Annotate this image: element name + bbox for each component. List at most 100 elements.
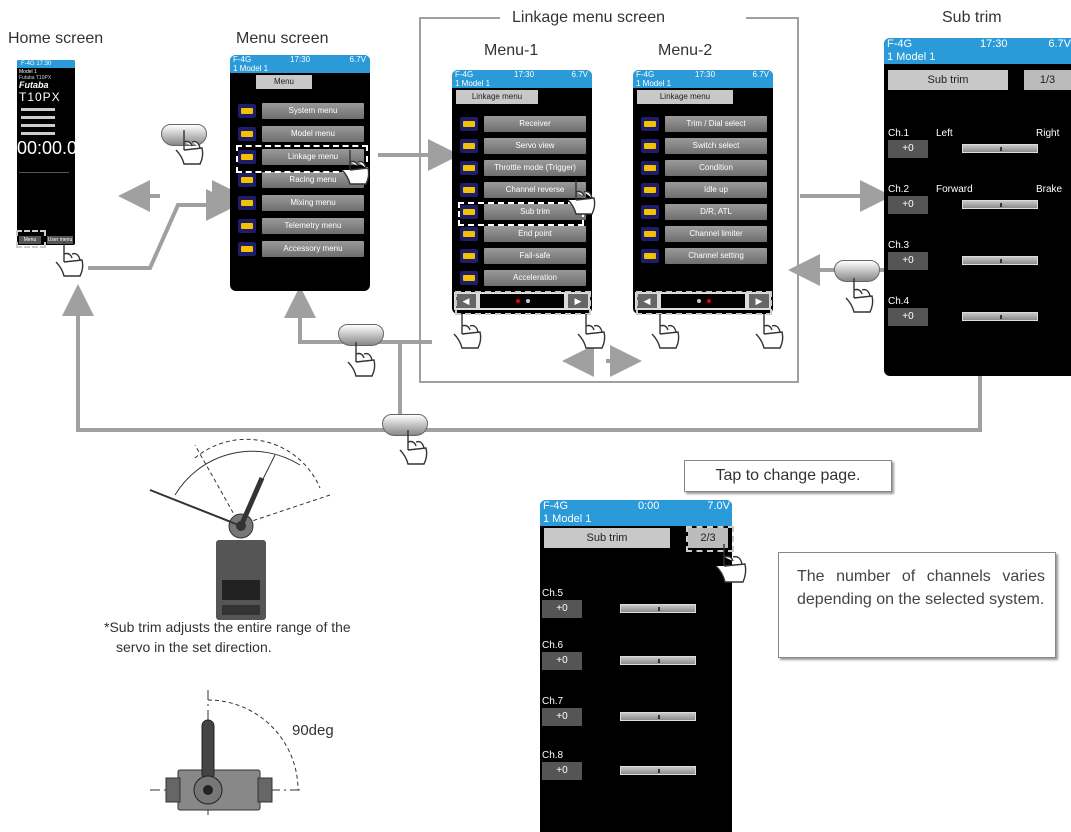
- menu2-page-nav: ◀ ▶: [635, 292, 771, 310]
- fail-safe-icon: [460, 249, 478, 263]
- home-button-icon: [382, 414, 428, 436]
- menu1-item-throttle-mode[interactable]: Throttle mode (Trigger): [458, 160, 586, 176]
- menu2-item-idle-up[interactable]: Idle up: [639, 182, 767, 198]
- channel-value[interactable]: +0: [888, 140, 928, 158]
- home-brand: Futaba: [19, 80, 49, 90]
- subtrim2-page-button[interactable]: 2/3: [688, 528, 728, 548]
- channel-label: Ch.7: [542, 696, 564, 707]
- channel-value[interactable]: +0: [542, 652, 582, 670]
- trim-slider[interactable]: [962, 256, 1038, 265]
- menu-item-racing[interactable]: Racing menu: [236, 172, 364, 188]
- trim-bar: [21, 132, 55, 135]
- menu-item-system[interactable]: System menu: [236, 103, 364, 119]
- channel-label: Ch.3: [888, 240, 910, 251]
- menu-status-bar: F-4G 17:30 6.7V 1 Model 1: [230, 55, 370, 73]
- caption-menu-2: Menu-2: [658, 42, 713, 59]
- channel-label: Ch.2: [888, 184, 910, 195]
- channel-setting-icon: [641, 249, 659, 263]
- hand-tap-icon: [341, 150, 370, 185]
- subtrim-page-button[interactable]: 1/3: [1024, 70, 1071, 90]
- menu2-item-dr-atl[interactable]: D/R, ATL: [639, 204, 767, 220]
- menu-title: Menu: [256, 75, 312, 89]
- page-dot: [516, 299, 520, 303]
- prev-page-button[interactable]: ◀: [637, 294, 657, 308]
- servo-view-icon: [460, 139, 478, 153]
- menu1-item-end-point[interactable]: End point: [458, 226, 586, 242]
- next-page-button[interactable]: ▶: [749, 294, 769, 308]
- caption-linkage-menu-screen: Linkage menu screen: [512, 9, 665, 26]
- next-page-button[interactable]: ▶: [568, 294, 588, 308]
- channel-left-label: Left: [936, 128, 953, 139]
- channel-left-label: Forward: [936, 184, 973, 195]
- model-icon: [238, 127, 256, 141]
- trim-slider[interactable]: [620, 604, 696, 613]
- menu2-title: Linkage menu: [637, 90, 733, 104]
- servo-top-icon: [149, 476, 266, 620]
- home-user-menu-button[interactable]: User menu: [47, 236, 73, 244]
- sub-trim-note-line2: servo in the set direction.: [116, 639, 272, 655]
- menu2-item-condition[interactable]: Condition: [639, 160, 767, 176]
- menu2-status-bar: F-4G 17:30 6.7V 1 Model 1: [633, 70, 773, 88]
- channel-right-label: Brake: [1036, 184, 1063, 195]
- home-menu-button[interactable]: Menu: [19, 236, 41, 244]
- channel-value[interactable]: +0: [888, 196, 928, 214]
- menu2-item-channel-setting[interactable]: Channel setting: [639, 248, 767, 264]
- subtrim-status-bar: F-4G 17:30 6.7V 1 Model 1: [884, 38, 1071, 64]
- trim-bar: [21, 124, 55, 127]
- menu1-item-sub-trim[interactable]: Sub trim: [458, 204, 586, 220]
- menu2-item-switch-select[interactable]: Switch select: [639, 138, 767, 154]
- caption-menu-1: Menu-1: [484, 42, 539, 59]
- menu-item-model[interactable]: Model menu: [236, 126, 364, 142]
- sub-trim-icon: [460, 205, 478, 219]
- channel-label: Ch.4: [888, 296, 910, 307]
- return-button-icon: [834, 260, 880, 282]
- menu1-item-acceleration[interactable]: Acceleration: [458, 270, 586, 286]
- menu-screen: F-4G 17:30 6.7V 1 Model 1 Menu System me…: [230, 55, 370, 291]
- channel-value[interactable]: +0: [888, 252, 928, 270]
- channel-value[interactable]: +0: [542, 600, 582, 618]
- channel-value[interactable]: +0: [542, 708, 582, 726]
- telemetry-icon: [238, 219, 256, 233]
- home-product: T10PX: [19, 90, 61, 104]
- switch-icon: [641, 139, 659, 153]
- channel-value[interactable]: +0: [542, 762, 582, 780]
- end-point-icon: [460, 227, 478, 241]
- menu1-item-servo-view[interactable]: Servo view: [458, 138, 586, 154]
- menu1-item-fail-safe[interactable]: Fail-safe: [458, 248, 586, 264]
- trim-slider[interactable]: [620, 712, 696, 721]
- home-menu-highlight: [16, 230, 46, 248]
- menu1-item-receiver[interactable]: Receiver: [458, 116, 586, 132]
- reverse-icon: [460, 183, 478, 197]
- linkage-menu-2-screen: F-4G 17:30 6.7V 1 Model 1 Linkage menu T…: [633, 70, 773, 314]
- menu-item-telemetry[interactable]: Telemetry menu: [236, 218, 364, 234]
- channel-value[interactable]: +0: [888, 308, 928, 326]
- hand-tap-icon: [567, 180, 596, 215]
- servo-side-icon: [150, 690, 300, 815]
- trim-slider[interactable]: [962, 144, 1038, 153]
- linkage-menu-1-screen: F-4G 17:30 6.7V 1 Model 1 Linkage menu R…: [452, 70, 592, 314]
- prev-page-button[interactable]: ◀: [456, 294, 476, 308]
- menu-item-linkage[interactable]: Linkage menu: [236, 149, 364, 165]
- return-button-icon: [338, 324, 384, 346]
- acceleration-icon: [460, 271, 478, 285]
- menu-item-mixing[interactable]: Mixing menu: [236, 195, 364, 211]
- channel-label: Ch.5: [542, 588, 564, 599]
- menu1-item-channel-reverse[interactable]: Channel reverse: [458, 182, 586, 198]
- menu2-item-trim-dial[interactable]: Trim / Dial select: [639, 116, 767, 132]
- menu1-page-nav: ◀ ▶: [454, 292, 590, 310]
- menu2-item-channel-limiter[interactable]: Channel limiter: [639, 226, 767, 242]
- trim-slider[interactable]: [962, 312, 1038, 321]
- menu-item-accessory[interactable]: Accessory menu: [236, 241, 364, 257]
- channel-right-label: Right: [1036, 128, 1060, 139]
- trim-slider[interactable]: [962, 200, 1038, 209]
- accessory-icon: [238, 242, 256, 256]
- home-model: Model 1: [19, 69, 37, 75]
- trim-slider[interactable]: [620, 656, 696, 665]
- linkage-icon: [238, 150, 256, 164]
- channels-note: The number of channels varies depending …: [778, 552, 1056, 658]
- sub-trim-screen: F-4G 17:30 6.7V 1 Model 1 Sub trim 1/3 C…: [884, 38, 1071, 376]
- trim-slider[interactable]: [620, 766, 696, 775]
- menu2-nav-highlight: [636, 291, 772, 315]
- limiter-icon: [641, 227, 659, 241]
